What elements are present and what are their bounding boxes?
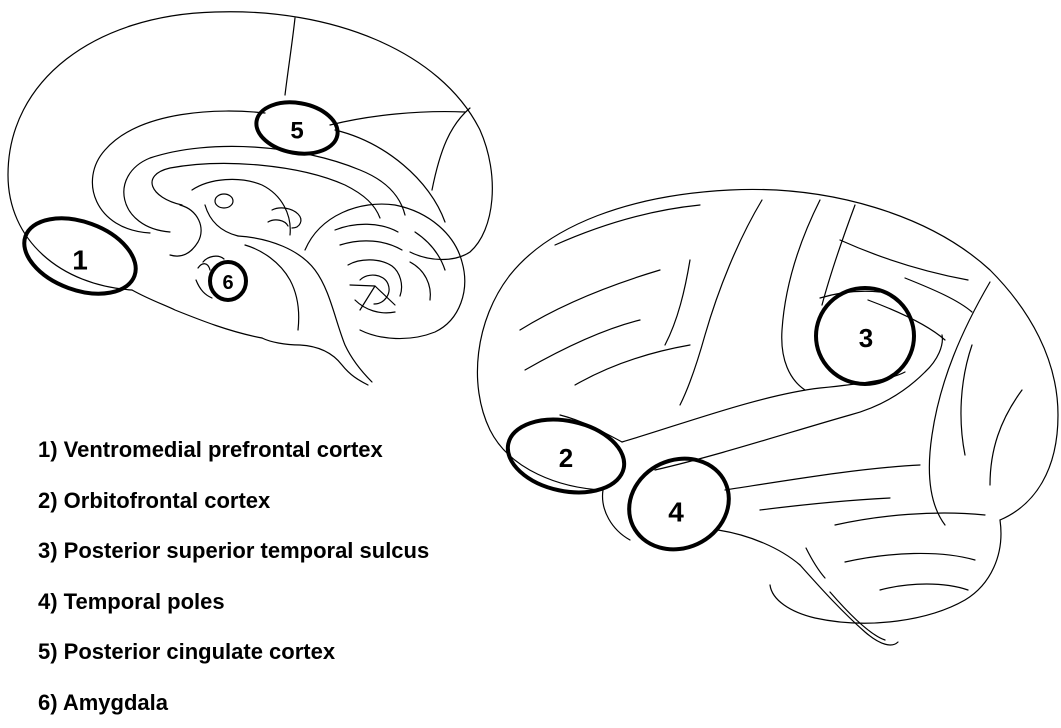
lateral-cerebellum-outline — [770, 520, 1001, 623]
cingulate-gyrus-outline — [92, 111, 265, 233]
central-sulcus — [782, 200, 820, 390]
region-legend: 1) Ventromedial prefrontal cortex 2) Orb… — [38, 425, 429, 728]
legend-item-1: 1) Ventromedial prefrontal cortex — [38, 425, 429, 476]
marker-5-label: 5 — [290, 118, 303, 145]
legend-item-4: 4) Temporal poles — [38, 577, 429, 628]
medial-cortex-lower — [132, 290, 262, 338]
legend-item-5: 5) Posterior cingulate cortex — [38, 627, 429, 678]
marker-4-label: 4 — [668, 497, 684, 528]
legend-item-3: 3) Posterior superior temporal sulcus — [38, 526, 429, 577]
marker-6: 6 — [210, 262, 246, 300]
corpus-callosum-outline — [124, 146, 405, 232]
lateral-brain-view — [477, 189, 1058, 645]
legend-item-2: 2) Orbitofrontal cortex — [38, 476, 429, 527]
marker-1: 1 — [14, 204, 146, 308]
marker-3-label: 3 — [859, 323, 873, 353]
medial-brain-view — [8, 12, 492, 385]
brainstem-outline — [238, 236, 372, 382]
marker-6-label: 6 — [222, 272, 233, 294]
marker-4: 4 — [614, 443, 744, 566]
superior-temporal-sulcus — [655, 335, 942, 470]
legend-item-6: 6) Amygdala — [38, 678, 429, 728]
marker-5: 5 — [252, 96, 341, 159]
cerebellum-outline — [305, 204, 465, 339]
marker-2: 2 — [501, 409, 631, 502]
marker-2-label: 2 — [559, 443, 573, 473]
marker-1-label: 1 — [72, 245, 88, 276]
marker-3: 3 — [816, 288, 914, 384]
